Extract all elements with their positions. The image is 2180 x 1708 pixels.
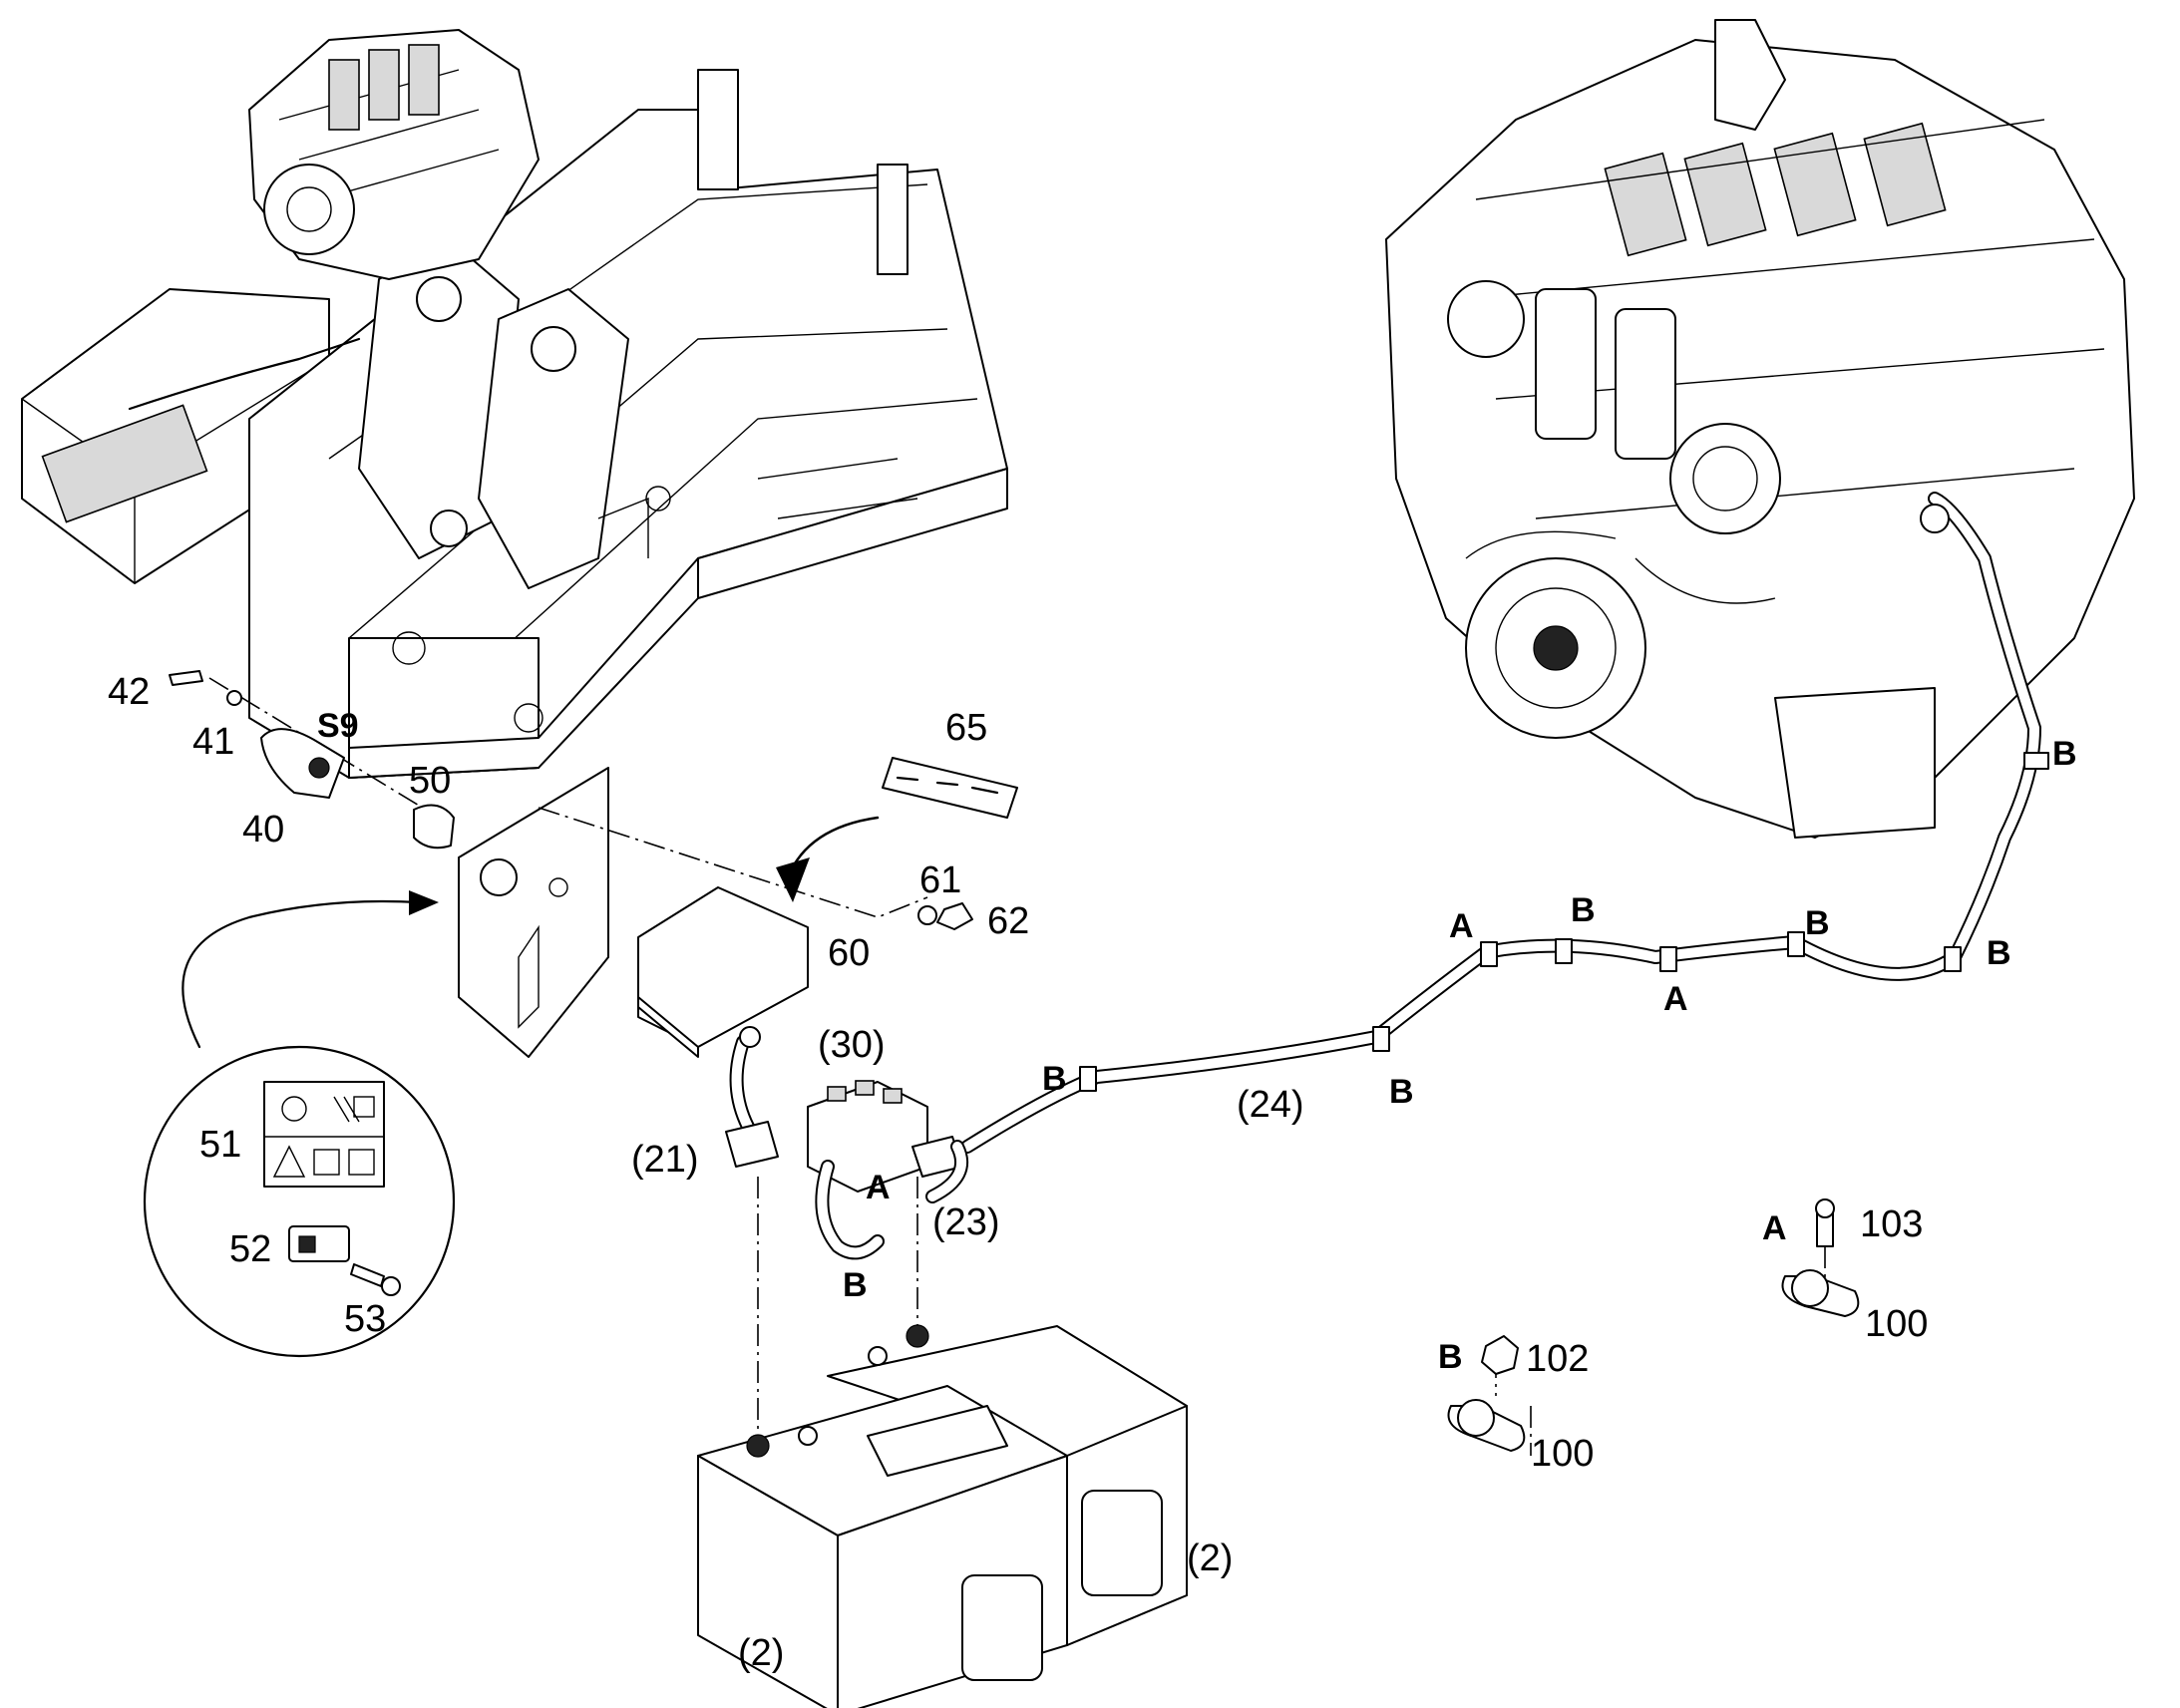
label-s9: S9 [317,707,359,745]
callout-65: 65 [945,707,987,749]
clamp-mark-b: B [1571,891,1596,929]
clamp-mark-a: A [1663,980,1688,1018]
callout-103: 103 [1860,1203,1923,1245]
battery-cable [960,492,2049,1154]
clamp-mark-b: B [1438,1338,1463,1376]
callout-100-a: 100 [1865,1303,1928,1345]
callout-40: 40 [242,809,284,851]
holder-52 [288,1225,350,1262]
callout-41: 41 [192,721,234,763]
callout-24: (24) [1237,1084,1304,1126]
machine-frame [21,69,1008,779]
callout-30: (30) [818,1024,886,1066]
callout-2-front: (2) [738,1632,784,1674]
clamp-fastener-b [1447,1335,1526,1452]
switch-bracket [458,767,809,1058]
callout-102: 102 [1526,1338,1589,1380]
callout-60: 60 [828,932,870,974]
callout-42: 42 [108,671,150,713]
clamp-mark-b: B [1042,1060,1067,1098]
battery-pair [697,1324,1188,1708]
callout-52: 52 [229,1228,271,1270]
switch-s9 [169,670,455,850]
engine-large [1385,19,2135,839]
callout-51: 51 [199,1124,241,1166]
clamp-mark-b: B [1987,934,2011,972]
callout-100-b: 100 [1531,1433,1594,1475]
callout-62: 62 [987,900,1029,942]
decal-51 [263,1081,385,1188]
decal-sticker [776,757,1018,902]
battery-disconnect-switch [725,1026,968,1260]
screw-53 [350,1263,401,1296]
callout-53: 53 [344,1298,386,1340]
engine-small [128,29,540,411]
washer-nut [917,902,973,930]
callout-23: (23) [932,1201,1000,1243]
clamp-mark-b: B [2052,735,2077,773]
callout-2-rear: (2) [1187,1537,1233,1579]
clamp-mark-a: A [1449,907,1474,945]
cable-clamp [1079,752,2049,1092]
clamp-mark-a: A [866,1169,891,1206]
clamp-mark-b: B [1805,904,1830,942]
clamp-fastener-a [1781,1198,1860,1317]
clamp-mark-a: A [1762,1209,1787,1247]
clamp-mark-b: B [1389,1073,1414,1111]
clamp-mark-b: B [843,1266,868,1304]
callout-61: 61 [919,859,961,901]
callout-21: (21) [631,1139,699,1181]
callout-labels: 42 41 S9 40 50 65 61 62 60 (30) (21) (23… [108,671,2077,1674]
callout-50: 50 [409,760,451,802]
detail-callout-circle [143,890,456,1358]
